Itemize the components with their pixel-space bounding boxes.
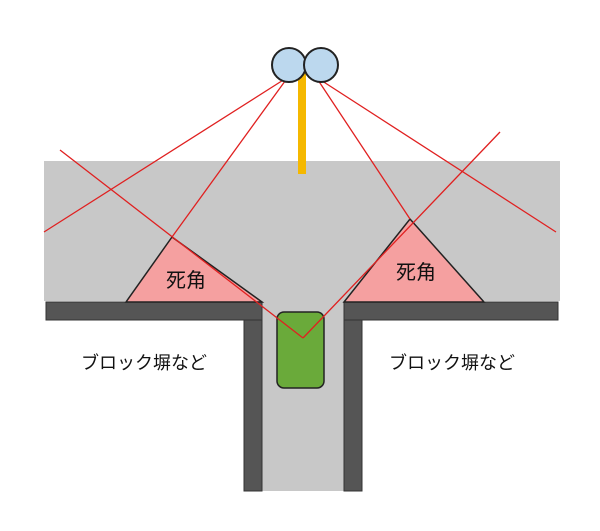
curve-mirror-icon [271,47,339,83]
main-road [44,161,560,301]
wall-right-label: ブロック塀など [389,352,515,374]
blind-spot-right-label: 死角 [396,260,436,284]
car-icon [276,311,325,389]
mirror-pole [298,72,306,174]
blind-spot-left-label: 死角 [166,268,206,292]
wall-left [45,301,263,492]
wall-left-label: ブロック塀など [81,352,207,374]
wall-right [343,301,559,492]
sight-lines [43,76,557,339]
blind-spot-left [124,235,265,303]
